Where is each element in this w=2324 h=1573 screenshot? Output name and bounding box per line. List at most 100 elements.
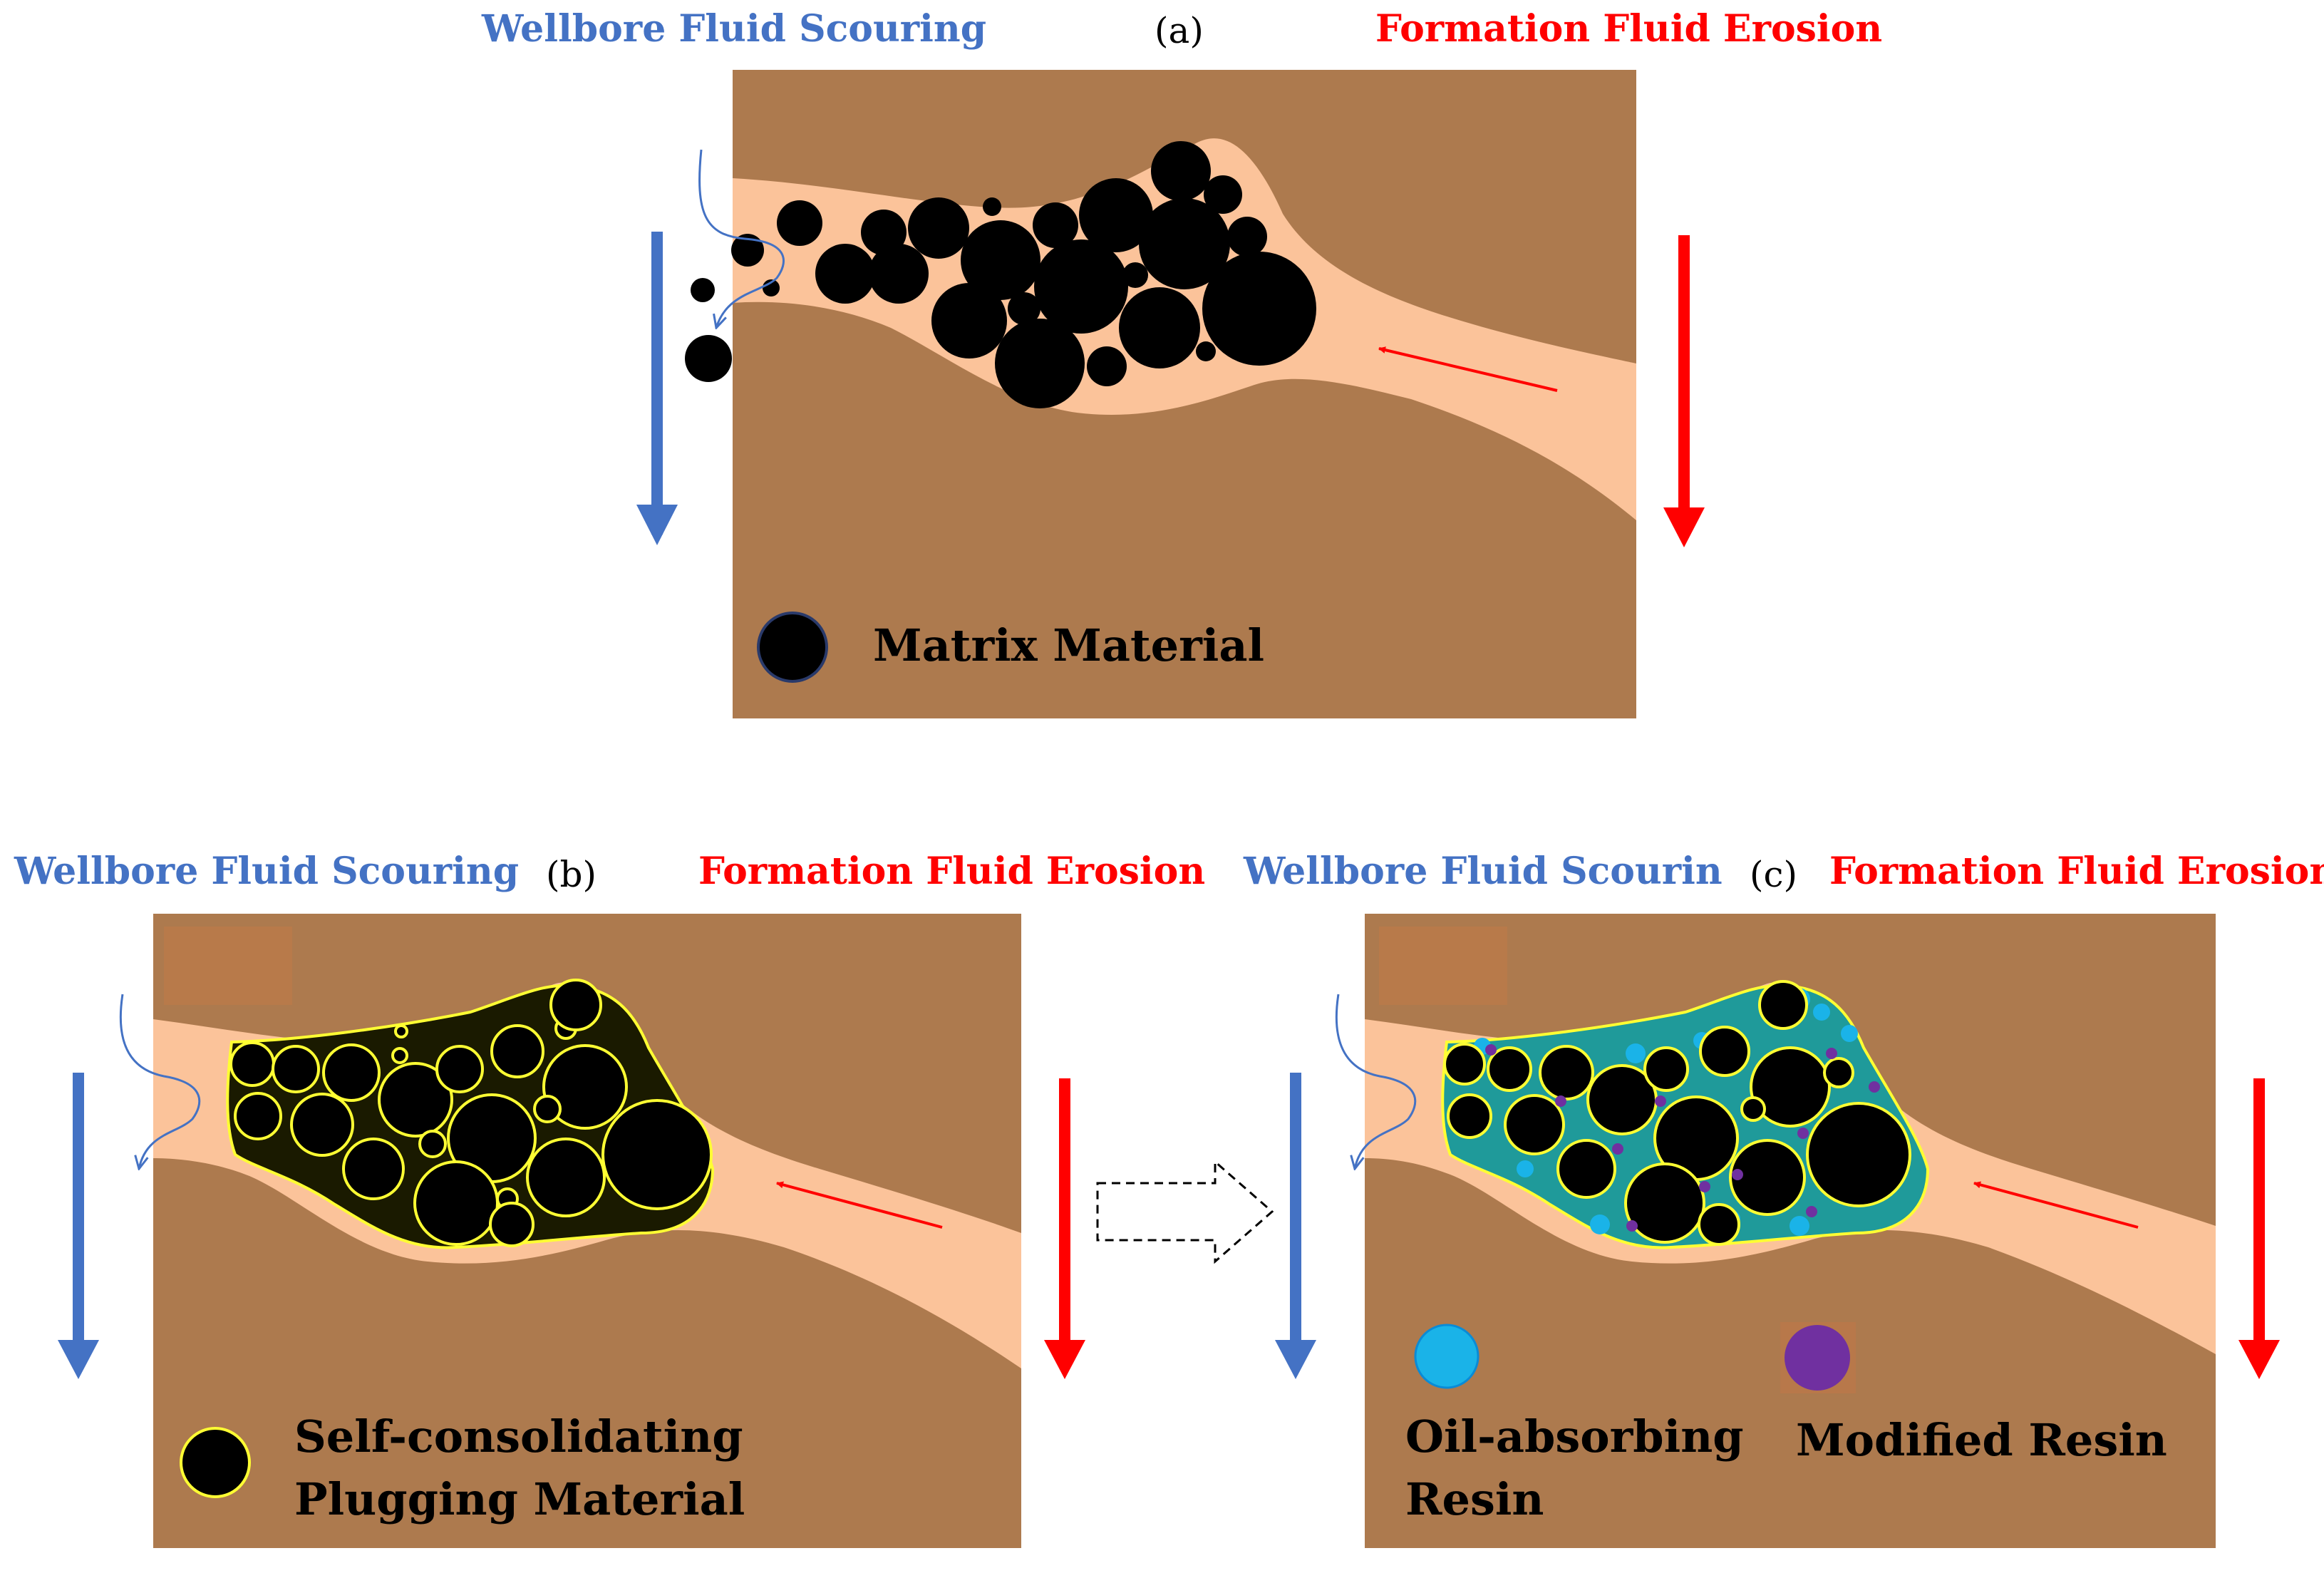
- particle: [1122, 262, 1148, 288]
- modified-resin-particle: [1485, 1044, 1497, 1056]
- panel-c-legend-blue-line2: Resin: [1405, 1473, 1544, 1525]
- particle: [1698, 1203, 1740, 1246]
- particle: [526, 1138, 606, 1217]
- panel-c-flow-arrow: [1973, 1181, 2139, 1229]
- particle: [685, 335, 732, 382]
- oil-resin-particle: [1841, 1025, 1858, 1042]
- particle: [391, 1047, 408, 1064]
- panel-c-legend-purple-label: Modified Resin: [1796, 1414, 2167, 1466]
- particle: [1750, 1046, 1831, 1128]
- panel-a: Wellbore Fluid Scouring (a) Formation Fl…: [481, 7, 1882, 718]
- particle: [731, 234, 764, 267]
- panel-b-formation-label: Formation Fluid Erosion: [698, 850, 1205, 893]
- particle: [489, 1202, 534, 1247]
- particle: [861, 210, 907, 255]
- modified-resin-particle: [1869, 1081, 1880, 1093]
- particle: [1204, 175, 1242, 214]
- panel-a-flow-arrow: [1378, 346, 1558, 392]
- particle: [413, 1160, 499, 1246]
- particle: [234, 1092, 282, 1140]
- particle: [322, 1043, 381, 1102]
- panel-b-formation-arrowhead: [1044, 1340, 1085, 1379]
- panel-b-wellbore-label: Wellbore Fluid Scouring: [14, 850, 519, 893]
- modified-resin-particle: [1655, 1095, 1666, 1107]
- particle: [961, 220, 1040, 300]
- panel-c-plugging-particles: [1443, 980, 1911, 1246]
- modified-resin-particle: [1626, 1220, 1638, 1232]
- panel-c-modified-resin-dots: [1485, 1044, 1880, 1232]
- panel-c-legend-blue-swatch: [1414, 1324, 1479, 1389]
- modified-resin-particle: [1555, 1095, 1566, 1107]
- oil-resin-particle: [1626, 1043, 1646, 1063]
- panel-c-legend-purple-swatch: [1785, 1325, 1850, 1391]
- particle: [290, 1093, 354, 1157]
- modified-resin-particle: [1699, 1181, 1710, 1192]
- particle: [418, 1130, 447, 1158]
- panel-b-rock-patch: [164, 927, 292, 1005]
- panel-c-tag: (c): [1750, 854, 1797, 895]
- transition-dashed-arrow: [1096, 1159, 1274, 1264]
- panel-b-plugging-particles: [229, 979, 713, 1247]
- modified-resin-particle: [1806, 1206, 1817, 1217]
- particle: [378, 1062, 453, 1138]
- particle: [435, 1045, 484, 1093]
- panel-a-tag: (a): [1155, 10, 1204, 51]
- particle: [1624, 1162, 1705, 1244]
- particle: [983, 197, 1001, 216]
- particle: [229, 1041, 275, 1087]
- particle: [1729, 1139, 1806, 1216]
- panel-c-wellbore-arrowhead: [1275, 1340, 1316, 1379]
- panel-a-legend-swatch: [757, 612, 828, 683]
- panel-b-legend-line1: Self-consolidating: [294, 1410, 743, 1463]
- particle: [1699, 1026, 1750, 1077]
- oil-resin-particle: [1590, 1214, 1610, 1234]
- particle: [931, 283, 1007, 359]
- particle: [815, 244, 875, 304]
- panel-a-formation-label: Formation Fluid Erosion: [1375, 7, 1882, 51]
- particle: [1202, 252, 1316, 366]
- particle: [342, 1138, 405, 1200]
- particle: [1556, 1139, 1616, 1199]
- particle: [1740, 1096, 1766, 1122]
- particle: [533, 1095, 562, 1123]
- modified-resin-particle: [1612, 1143, 1623, 1155]
- particle: [1447, 1093, 1492, 1139]
- panel-b-tag: (b): [546, 854, 597, 895]
- oil-resin-particle: [1813, 1004, 1830, 1021]
- particle: [549, 979, 602, 1031]
- panel-c-rock-patch: [1379, 927, 1507, 1005]
- particle: [1196, 341, 1216, 361]
- particle: [1758, 980, 1808, 1030]
- oil-resin-particle: [1790, 1216, 1809, 1236]
- particle: [1823, 1057, 1854, 1088]
- panel-b-legend-line2: Plugging Material: [294, 1473, 745, 1525]
- panel-c-formation-arrowhead: [2238, 1340, 2280, 1379]
- particle: [1504, 1094, 1565, 1155]
- particle: [1119, 287, 1200, 368]
- modified-resin-particle: [1797, 1128, 1809, 1139]
- particle: [1087, 346, 1127, 386]
- particle: [908, 197, 969, 259]
- particle: [1151, 141, 1211, 201]
- particle: [1008, 292, 1040, 325]
- particle: [1487, 1046, 1532, 1092]
- particle: [1079, 178, 1153, 252]
- particle: [1806, 1102, 1911, 1207]
- particle: [869, 244, 929, 304]
- panel-a-matrix-particles: [685, 141, 1316, 408]
- modified-resin-particle: [1826, 1048, 1837, 1059]
- particle: [995, 319, 1085, 408]
- particle: [490, 1024, 544, 1078]
- panel-b-flow-arrow: [776, 1181, 943, 1229]
- panel-a-wellbore-scour-curve: [698, 149, 785, 328]
- particle: [1139, 198, 1230, 289]
- panel-c-legend-blue-line1: Oil-absorbing: [1405, 1410, 1744, 1463]
- particle: [1443, 1043, 1486, 1085]
- oil-resin-particle: [1517, 1160, 1534, 1177]
- particle: [1539, 1045, 1594, 1100]
- modified-resin-particle: [1732, 1169, 1743, 1180]
- panel-c-wellbore-label: Wellbore Fluid Scourin: [1243, 850, 1723, 893]
- panel-c: Wellbore Fluid Scourin (c) Formation Flu…: [1243, 850, 2324, 1548]
- panel-b: Wellbore Fluid Scouring (b) Formation Fl…: [14, 850, 1205, 1548]
- panel-a-wellbore-arrowhead: [636, 505, 678, 545]
